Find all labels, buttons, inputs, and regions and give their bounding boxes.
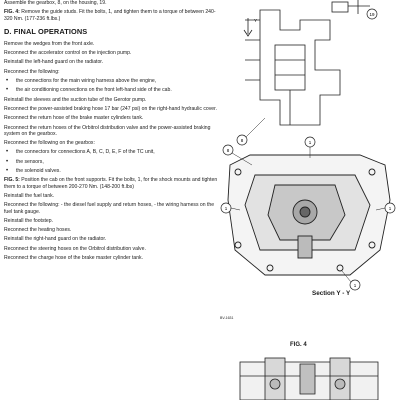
paragraph-8: Reconnect the return hoses of the Orbitr… [4, 124, 211, 137]
fig4-instruction: FIG. 4: Remove the guide studs. Fit the … [4, 9, 218, 22]
bullet-item: the sensors, [4, 159, 218, 166]
arrow-label: Y [254, 18, 257, 23]
paragraph-7: Reconnect the return hose of the brake m… [4, 115, 144, 122]
callout-1-b: 1 [220, 202, 241, 214]
fig4-prefix: FIG. 4: [4, 9, 20, 16]
fig5-text: Position the cab on the front supports. … [4, 177, 218, 190]
paragraph-1: Remove the wedges from the front axle. [4, 40, 95, 47]
paragraph-14: Reinstall the right-hand guard on the ra… [4, 236, 107, 243]
paragraph-5: Reinstall the sleeves and the suction tu… [4, 96, 147, 103]
paragraph-6: Reconnect the power-assisted braking hos… [4, 105, 217, 112]
callout-19: 19 [366, 8, 378, 20]
paragraph-13: Reconnect the heating hoses. [4, 227, 72, 234]
section-label: Section Y - Y [312, 290, 351, 297]
callout-label: 8 [227, 148, 230, 153]
section-arrow-y: Y [243, 18, 257, 37]
paragraph-11: Reconnect the following: - the diesel fu… [4, 202, 215, 215]
callout-label: 1 [309, 140, 312, 145]
callout-label: 1 [354, 283, 357, 288]
callout-label: 19 [369, 12, 375, 17]
callout-1-a: 1 [304, 136, 316, 158]
section-heading: D. FINAL OPERATIONS [4, 26, 88, 36]
callout-8-section: 8 [222, 144, 253, 166]
fig5-instruction: FIG. 5: Position the cab on the front su… [4, 177, 218, 190]
paragraph-4: Reconnect the following: [4, 68, 60, 75]
callout-label: 1 [389, 206, 392, 211]
bullet-item: the solenoid valves. [4, 168, 218, 175]
paragraph-3: Reinstall the left-hand guard on the rad… [4, 59, 104, 66]
section-view-drawing [227, 154, 391, 276]
callout-1-d: 1 [341, 270, 361, 291]
text-column: Assemble the gearbox, 8, on the housing,… [4, 0, 218, 264]
callout-1-c: 1 [375, 202, 396, 214]
fig5-technical-drawing [239, 357, 379, 400]
bullet-item: the connectors for connections A, B, C, … [4, 149, 218, 156]
bullet-item: the connections for the main wiring harn… [4, 78, 218, 85]
figure-label: FIG. 4 [290, 342, 307, 348]
fig5-prefix: FIG. 5: [4, 177, 20, 184]
figure-column: 19 8 Y 8 [220, 0, 398, 400]
callout-8-upper: 8 [236, 117, 266, 146]
callout-label: 8 [241, 138, 244, 143]
paragraph-15: Reconnect the steering hoses on the Orbi… [4, 245, 146, 252]
paragraph-12: Reinstall the footstep. [4, 217, 53, 224]
callout-label: 1 [225, 206, 228, 211]
bullet-item: the air conditioning connections on the … [4, 87, 218, 94]
upper-detail-drawing [245, 0, 370, 126]
fig4-technical-drawing: 19 8 Y 8 [220, 0, 396, 291]
paragraph-10: Reinstall the fuel tank. [4, 192, 55, 199]
paragraph-16: Reconnect the charge hose of the brake m… [4, 255, 144, 262]
fig4-text: Remove the guide studs. Fit the bolts, 1… [4, 9, 216, 22]
intro-paragraph: Assemble the gearbox, 8, on the housing,… [4, 0, 107, 6]
reference-code: BV-1631 [220, 316, 234, 320]
paragraph-9: Reconnect the following on the gearbox: [4, 140, 95, 147]
paragraph-2: Reconnect the accelerator control on the… [4, 50, 132, 57]
